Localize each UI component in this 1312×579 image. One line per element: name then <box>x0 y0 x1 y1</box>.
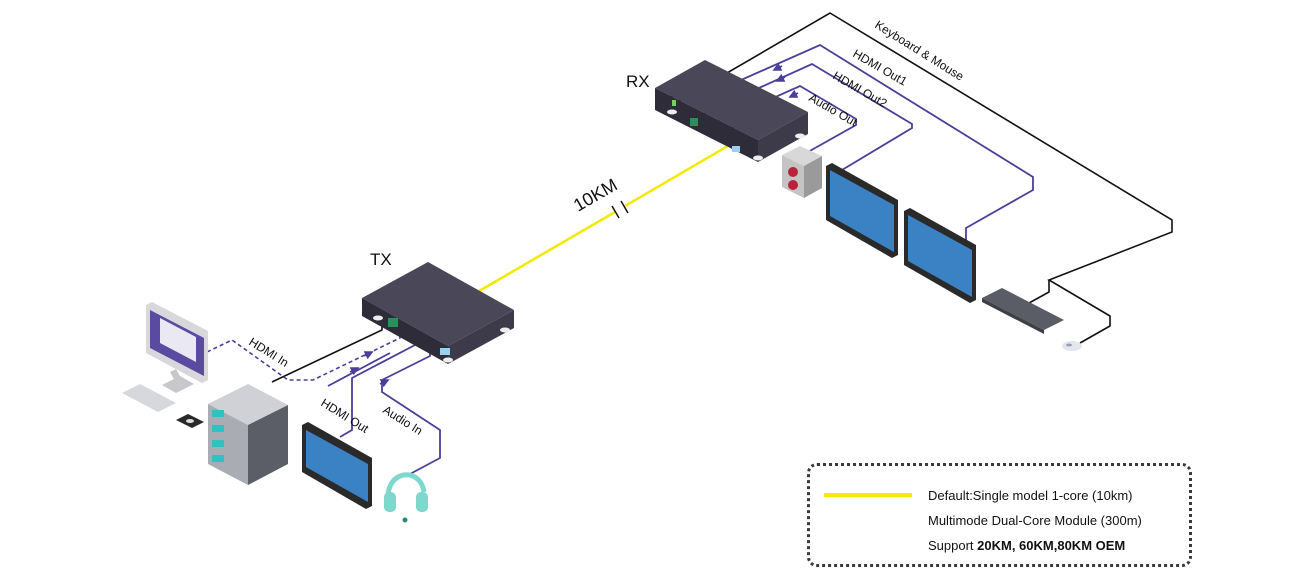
fiber-break-mark <box>611 205 620 219</box>
mouse-icon <box>1062 341 1082 351</box>
monitor-2-icon <box>904 208 976 303</box>
tx-audio-in-line <box>379 342 441 475</box>
computer-keyboard-icon <box>122 384 176 412</box>
legend-line-3-bold: 20KM, 60KM,80KM OEM <box>977 538 1126 553</box>
computer-mouse-pad-icon <box>176 414 204 428</box>
server-tower-icon <box>208 384 288 485</box>
speaker-icon <box>782 146 822 198</box>
tx-local-link-line <box>327 352 391 387</box>
tv-monitor-icon <box>302 422 372 509</box>
audio-out-label: Audio Out <box>807 90 861 129</box>
hdmi-out-label: HDMI Out <box>318 396 371 436</box>
tx-terminal-block <box>388 318 398 327</box>
legend-box: Default:Single model 1-core (10km) Multi… <box>807 463 1192 567</box>
rx-terminal-block <box>690 118 698 126</box>
rx-receiver-unit <box>655 60 808 162</box>
tx-usb-line <box>271 318 383 383</box>
computer-monitor-icon <box>146 302 208 393</box>
tx-fiber-port <box>440 348 450 355</box>
legend-line-3-prefix: Support <box>928 538 978 553</box>
hdmi-in-label: HDMI In <box>246 335 291 370</box>
legend-line-2: Multimode Dual-Core Module (300m) <box>928 513 1142 528</box>
tx-label: TX <box>370 250 392 269</box>
keyboard-icon <box>982 288 1064 334</box>
tx-transmitter-unit <box>362 262 514 364</box>
monitor-1-icon <box>826 163 898 258</box>
legend-fiber-swatch <box>824 493 912 497</box>
audio-in-label: Audio In <box>380 403 425 438</box>
rx-label: RX <box>626 72 650 91</box>
legend-line-3: Support 20KM, 60KM,80KM OEM <box>928 538 1125 553</box>
rx-keyboard-mouse-line <box>671 12 1173 344</box>
rx-status-led <box>672 100 676 106</box>
legend-line-1: Default:Single model 1-core (10km) <box>928 488 1133 503</box>
rx-fiber-port <box>732 146 740 152</box>
headphones-icon <box>384 472 428 523</box>
